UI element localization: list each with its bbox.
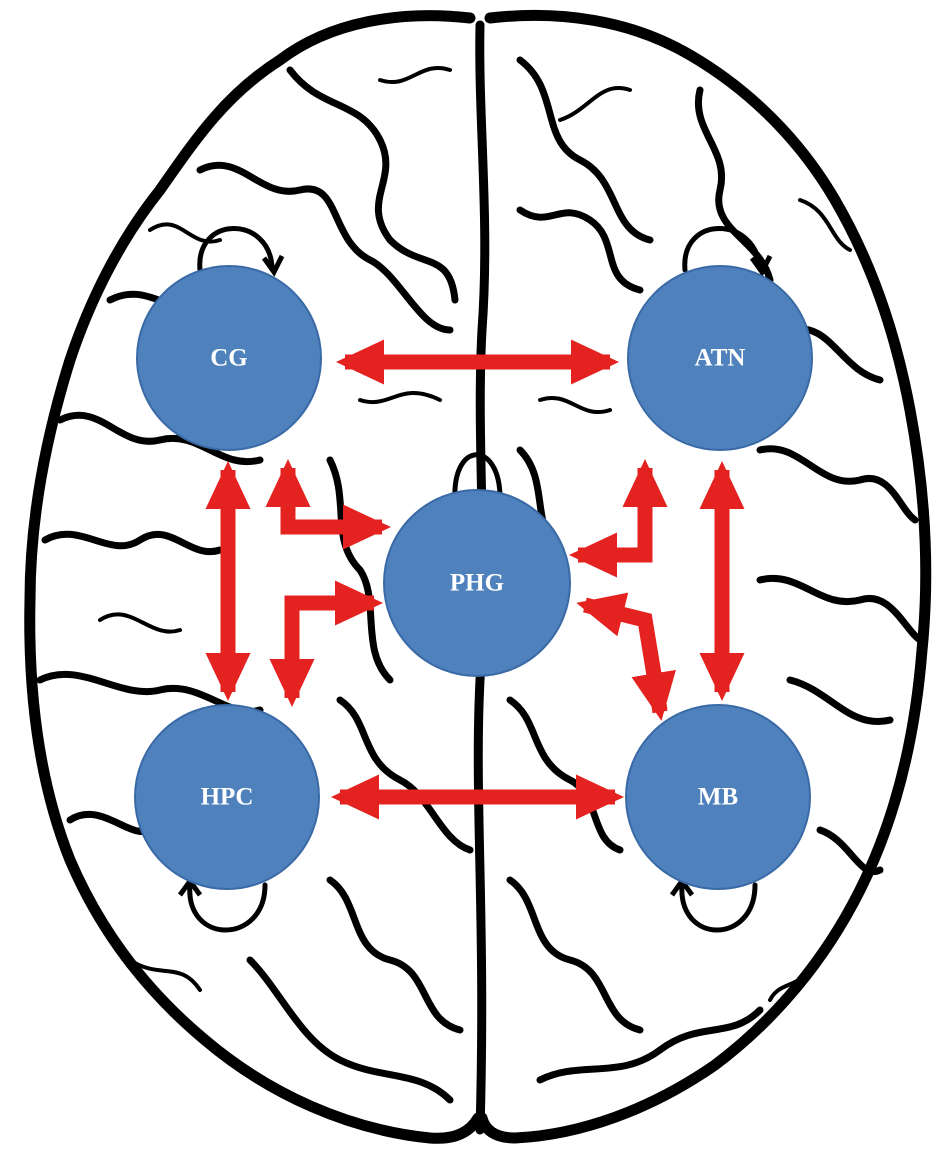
node-mb[interactable]: MB	[625, 704, 811, 890]
gyrus-left-8	[326, 876, 464, 1034]
self-loop-hpc	[187, 882, 268, 933]
gyrus-right-15	[768, 958, 822, 1002]
gyrus-left-5	[41, 530, 224, 556]
gyrus-left-16	[128, 958, 202, 992]
node-phg-label: PHG	[450, 570, 504, 597]
gyrus-left-1	[286, 66, 459, 304]
node-atn[interactable]: ATN	[627, 265, 813, 451]
node-mb-label: MB	[698, 784, 738, 811]
edge-mb-phg	[576, 592, 668, 712]
edge-hpc-phg	[284, 580, 384, 695]
gyrus-right-5	[756, 445, 919, 524]
node-phg-circle[interactable]	[383, 489, 571, 677]
gyrus-left-10	[326, 456, 394, 684]
left-hemisphere-outline	[24, 10, 484, 1144]
self-loop-cg-head	[261, 254, 285, 277]
gyrus-left-12	[148, 222, 222, 244]
self-loop-atn	[682, 226, 763, 273]
gyrus-right-16	[558, 86, 632, 122]
gyrus-left-9	[246, 956, 454, 1104]
gyrus-right-10	[536, 1006, 764, 1084]
gyrus-right-7	[786, 676, 894, 726]
gyrus-right-2	[694, 86, 774, 284]
connections	[205, 339, 745, 820]
self-loop-atn-head	[749, 254, 773, 277]
self-loops	[177, 226, 773, 933]
gyrus-right-9	[506, 876, 644, 1034]
node-cg-label: CG	[210, 345, 248, 372]
node-atn-label: ATN	[695, 345, 746, 372]
gyrus-left-15	[358, 390, 442, 405]
node-phg[interactable]: PHG	[383, 489, 571, 677]
brain-illustration	[24, 9, 932, 1144]
self-loop-cg	[197, 226, 275, 273]
edge-cg-phg	[280, 472, 392, 550]
nodes: CG ATN PHG HPC MB	[134, 265, 813, 890]
node-mb-circle[interactable]	[625, 704, 811, 890]
node-cg[interactable]: CG	[136, 265, 322, 451]
edge-phg-hpc	[269, 595, 372, 708]
node-hpc-label: HPC	[201, 784, 254, 811]
gyrus-left-4	[56, 411, 264, 466]
gyrus-right-6	[756, 574, 924, 644]
gyrus-left-14	[378, 66, 452, 84]
gyrus-left-2	[196, 161, 454, 334]
right-hemisphere-outline	[476, 9, 932, 1144]
self-loop-phg	[452, 452, 503, 503]
edge-atn-phg	[568, 472, 653, 578]
node-atn-circle[interactable]	[627, 265, 813, 451]
gyrus-right-13	[798, 198, 852, 252]
gyrus-left-13	[98, 612, 182, 634]
node-hpc[interactable]: HPC	[134, 704, 320, 890]
gyrus-right-1	[516, 56, 654, 244]
gyrus-right-14	[538, 396, 612, 414]
gyrus-left-11	[336, 696, 474, 854]
self-loop-mb	[679, 882, 758, 933]
node-hpc-circle[interactable]	[134, 704, 320, 890]
node-cg-circle[interactable]	[136, 265, 322, 451]
gyrus-right-12	[506, 696, 624, 854]
gyrus-right-8	[816, 826, 884, 876]
gyrus-right-3	[516, 206, 644, 294]
edge-phg-atn	[578, 458, 668, 563]
